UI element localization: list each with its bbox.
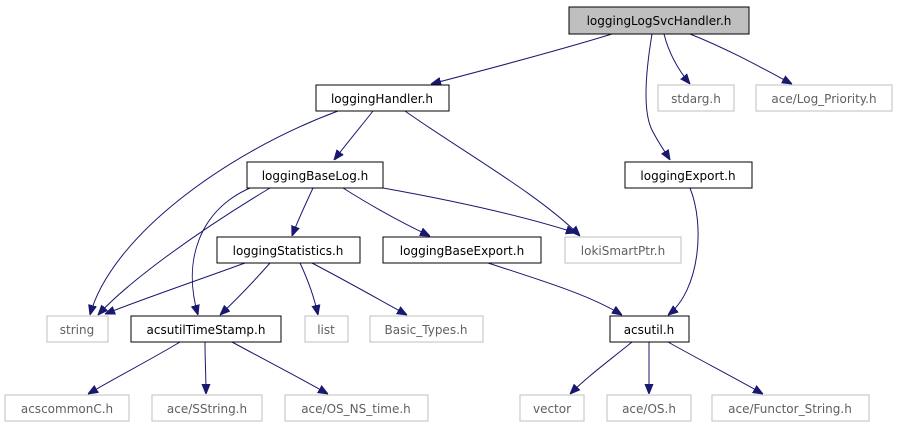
node-acscommonc[interactable]: acscommonC.h (4, 394, 130, 422)
edge-export-to-acsutil (668, 187, 699, 315)
edge-baseexport-to-acsutil (487, 262, 622, 315)
node-loggingexport[interactable]: loggingExport.h (624, 161, 753, 189)
node-label: loggingStatistics.h (233, 244, 344, 258)
node-label: string (60, 323, 94, 337)
node-log-priority[interactable]: ace/Log_Priority.h (755, 84, 893, 112)
node-label: list (317, 323, 335, 337)
edge-baselog-to-loki (382, 187, 576, 233)
edge-baselog-to-timestamp (192, 187, 251, 315)
node-label: loggingBaseExport.h (400, 244, 524, 258)
edge-stats-to-basictypes (311, 262, 407, 315)
node-label: acscommonC.h (21, 402, 113, 416)
node-loggingbaseexport[interactable]: loggingBaseExport.h (382, 236, 542, 264)
edge-root-to-logprio (689, 33, 792, 84)
node-ace-sstring[interactable]: ace/SString.h (151, 394, 263, 422)
edge-handler-to-loki (404, 110, 580, 236)
edge-handler-to-baselog (334, 110, 374, 160)
edge-acsutil-to-vector (570, 341, 633, 394)
node-label: ace/Log_Priority.h (771, 92, 876, 106)
node-label: acsutilTimeStamp.h (147, 323, 266, 337)
edge-baselog-to-baseexport (342, 187, 430, 236)
node-label: ace/OS_NS_time.h (301, 402, 411, 416)
node-acsutil[interactable]: acsutil.h (609, 315, 690, 343)
node-logginglogsvchandler[interactable]: loggingLogSvcHandler.h (568, 6, 750, 35)
node-label: loggingExport.h (640, 169, 735, 183)
edges (88, 33, 792, 394)
node-basic-types[interactable]: Basic_Types.h (369, 315, 484, 343)
node-ace-os-ns-time[interactable]: ace/OS_NS_time.h (284, 394, 429, 422)
node-label: Basic_Types.h (384, 323, 467, 337)
edge-stats-to-list (299, 262, 318, 315)
edge-timestamp-to-acscommon (88, 341, 181, 394)
node-label: ace/Functor_String.h (728, 402, 852, 416)
node-label: loggingBaseLog.h (262, 169, 369, 183)
edge-root-to-handler (431, 33, 613, 84)
node-loggingstatistics[interactable]: loggingStatistics.h (216, 236, 361, 264)
node-label: acsutil.h (624, 323, 675, 337)
edge-acsutil-to-functor (667, 341, 763, 394)
node-vector[interactable]: vector (519, 394, 585, 422)
node-loggingbaselog[interactable]: loggingBaseLog.h (246, 161, 384, 189)
node-logginghandler[interactable]: loggingHandler.h (315, 84, 450, 112)
node-label: ace/OS.h (622, 402, 676, 416)
node-stdarg[interactable]: stdarg.h (657, 84, 735, 112)
node-ace-functor-string[interactable]: ace/Functor_String.h (711, 394, 870, 422)
node-string[interactable]: string (46, 315, 109, 343)
node-label: lokiSmartPtr.h (581, 244, 665, 258)
node-list[interactable]: list (304, 315, 349, 343)
node-acsutiltimestamp[interactable]: acsutilTimeStamp.h (130, 315, 282, 343)
node-label: vector (533, 402, 571, 416)
node-label: stdarg.h (671, 92, 721, 106)
node-ace-os[interactable]: ace/OS.h (606, 394, 692, 422)
edge-stats-to-timestamp (220, 262, 271, 315)
node-label: loggingHandler.h (331, 92, 433, 106)
node-label: loggingLogSvcHandler.h (587, 14, 732, 28)
node-lokismartptr[interactable]: lokiSmartPtr.h (564, 236, 682, 264)
edge-timestamp-to-sstring (205, 341, 206, 394)
edge-handler-to-string (90, 110, 339, 315)
edge-baselog-to-string (98, 187, 271, 315)
edge-root-to-export (645, 33, 670, 160)
edge-root-to-stdarg (663, 33, 690, 84)
edge-timestamp-to-osns (231, 341, 328, 394)
nodes: loggingLogSvcHandler.h loggingHandler.h … (4, 6, 893, 422)
node-label: ace/SString.h (167, 402, 247, 416)
edge-stats-to-string (105, 262, 246, 314)
edge-baselog-to-stats (292, 187, 314, 236)
